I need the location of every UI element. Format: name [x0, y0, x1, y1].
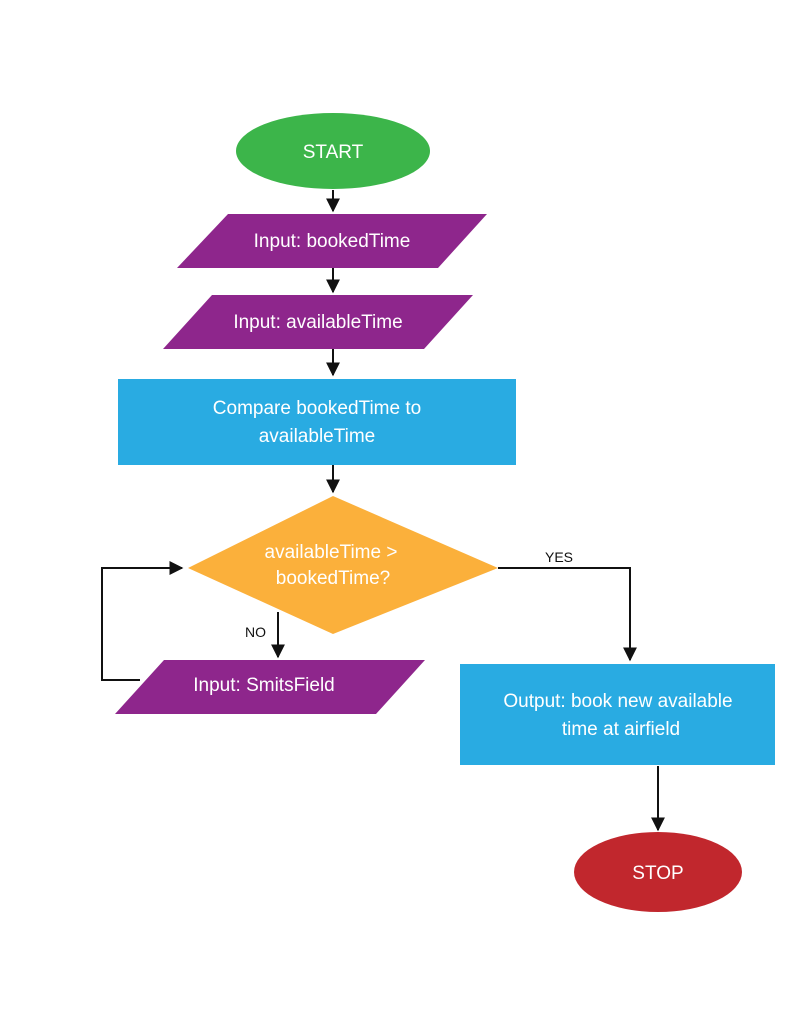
input-available-time-shape — [163, 295, 473, 349]
stop-terminal-shape — [574, 832, 742, 912]
edge-label-no: NO — [245, 624, 266, 640]
decision-diamond-label-line2: bookedTime? — [276, 568, 390, 589]
decision-diamond: availableTime > bookedTime? — [188, 496, 498, 634]
input-booked-time-shape — [177, 214, 487, 268]
input-booked-time-label: Input: bookedTime — [254, 231, 411, 252]
input-smits-field-shape — [115, 660, 425, 714]
output-process: Output: book new available time at airfi… — [460, 664, 775, 765]
input-smits-field: Input: SmitsField — [115, 660, 425, 714]
stop-terminal: STOP — [574, 832, 742, 912]
input-available-time: Input: availableTime — [163, 295, 473, 349]
compare-process: Compare bookedTime to availableTime — [118, 379, 516, 465]
start-terminal: START — [236, 113, 430, 189]
edge-label-yes: YES — [545, 549, 573, 565]
output-process-label-line2: time at airfield — [562, 719, 680, 740]
input-smits-field-label: Input: SmitsField — [193, 675, 335, 696]
output-process-shape — [460, 664, 775, 765]
arrow-decision-yes-to-output — [498, 567, 637, 662]
compare-process-shape — [118, 379, 516, 465]
start-terminal-shape — [236, 113, 430, 189]
output-process-label-line1: Output: book new available — [503, 691, 732, 712]
input-booked-time: Input: bookedTime — [177, 214, 487, 268]
decision-diamond-shape — [188, 496, 498, 634]
edges — [101, 190, 665, 832]
decision-diamond-label-line1: availableTime > — [265, 542, 398, 563]
start-terminal-label: START — [303, 142, 364, 163]
compare-process-label-line1: Compare bookedTime to — [213, 398, 421, 419]
stop-terminal-label: STOP — [632, 863, 683, 884]
arrow-input-smits-loop-to-decision — [101, 561, 184, 681]
compare-process-label-line2: availableTime — [259, 426, 376, 447]
input-available-time-label: Input: availableTime — [233, 312, 402, 333]
